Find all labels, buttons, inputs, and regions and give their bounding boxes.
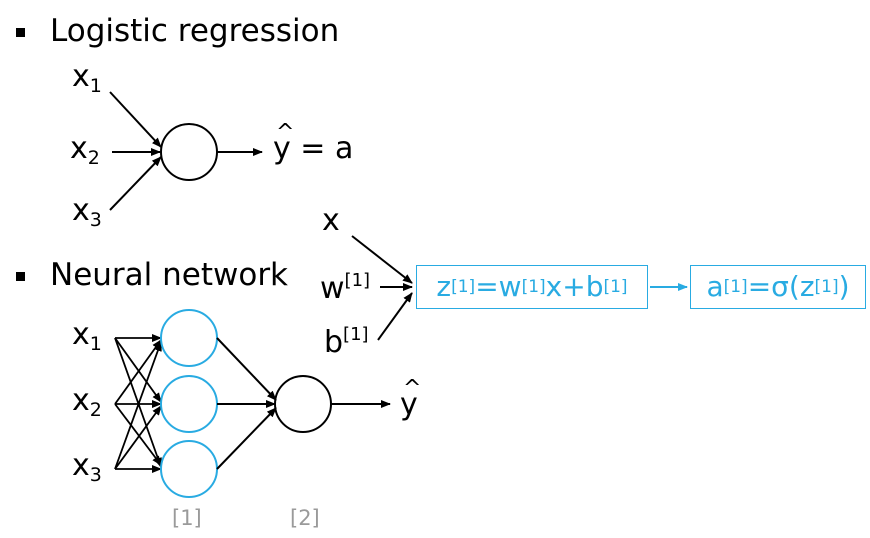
nn-output-neuron: [274, 375, 332, 433]
comp-edge-b: [377, 292, 413, 341]
heading-logistic-regression: Logistic regression: [50, 13, 340, 49]
nn-edge-h1-out: [216, 337, 277, 401]
lr-input-x2: x2: [70, 131, 100, 169]
a-equation-box: a[1]=σ(z[1]): [690, 265, 866, 309]
comp-input-b: b[1]: [324, 324, 369, 360]
nn-input-x1: x1: [72, 317, 102, 355]
bullet-neural: [16, 272, 25, 281]
z-equation-box: z[1]=w[1]x+b[1]: [416, 265, 648, 309]
lr-output-label: y^ = a: [273, 120, 354, 166]
nn-input-x3: x3: [72, 448, 102, 486]
lr-edge-x1: [109, 91, 162, 148]
nn-hidden-neuron-1: [160, 309, 218, 367]
nn-input-edges: [114, 334, 162, 473]
bullet-logistic: [16, 28, 25, 37]
lr-neuron: [160, 123, 218, 181]
nn-hidden-neuron-3: [160, 440, 218, 498]
nn-output-label: y^: [400, 376, 422, 422]
comp-input-w: w[1]: [320, 270, 371, 306]
lr-input-x3: x3: [72, 193, 102, 231]
layer-label-1: [1]: [172, 506, 202, 530]
comp-edge-x: [351, 235, 413, 284]
layer-label-2: [2]: [290, 506, 320, 530]
lr-input-x1: x1: [72, 59, 102, 97]
lr-edge-x3: [109, 156, 162, 211]
nn-hidden-neuron-2: [160, 375, 218, 433]
nn-input-x2: x2: [72, 383, 102, 421]
heading-neural-network: Neural network: [50, 257, 289, 293]
comp-input-x: x: [322, 203, 340, 238]
nn-edge-h3-out: [216, 407, 277, 470]
